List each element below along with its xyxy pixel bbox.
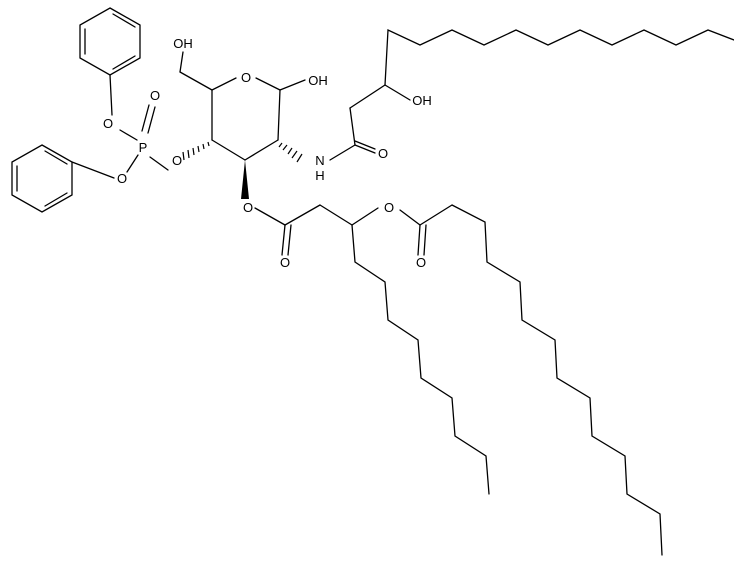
atom-label-oh-side-chain: OH xyxy=(412,93,432,108)
atom-labels: O P O O O OH O OH OH N H O O O O O xyxy=(103,36,432,270)
atom-label-oh-c6: OH xyxy=(173,36,193,51)
atom-label-o-ester-right: O xyxy=(384,200,394,215)
right-ester-chain xyxy=(399,204,663,556)
atom-label-o-carbonyl-right: O xyxy=(416,255,426,270)
phenyl-ring-top xyxy=(79,7,141,76)
atom-label-o-carbonyl-left: O xyxy=(280,255,290,270)
phenyl-ring-left xyxy=(11,144,73,213)
atom-label-o-ester-c3: O xyxy=(243,200,253,215)
left-ester-chain xyxy=(254,204,490,495)
atom-label-o-ring: O xyxy=(241,70,251,85)
atom-label-o-double-p: O xyxy=(150,88,160,103)
amide-side-chain xyxy=(329,29,734,161)
ring-substituents xyxy=(179,51,306,199)
atom-label-o-top-phenoxy: O xyxy=(103,116,113,131)
atom-label-oh-anomeric: OH xyxy=(308,73,328,88)
atom-label-o-amide: O xyxy=(378,146,388,161)
atom-label-o-ring-c4: O xyxy=(172,153,182,168)
atom-label-n-h: H xyxy=(315,168,324,183)
atom-label-n: N xyxy=(315,153,324,168)
atom-label-p: P xyxy=(139,140,148,155)
pyranose-ring xyxy=(211,77,281,161)
atom-label-o-lower-phenoxy: O xyxy=(117,171,127,186)
phosphate-bonds xyxy=(71,74,169,179)
